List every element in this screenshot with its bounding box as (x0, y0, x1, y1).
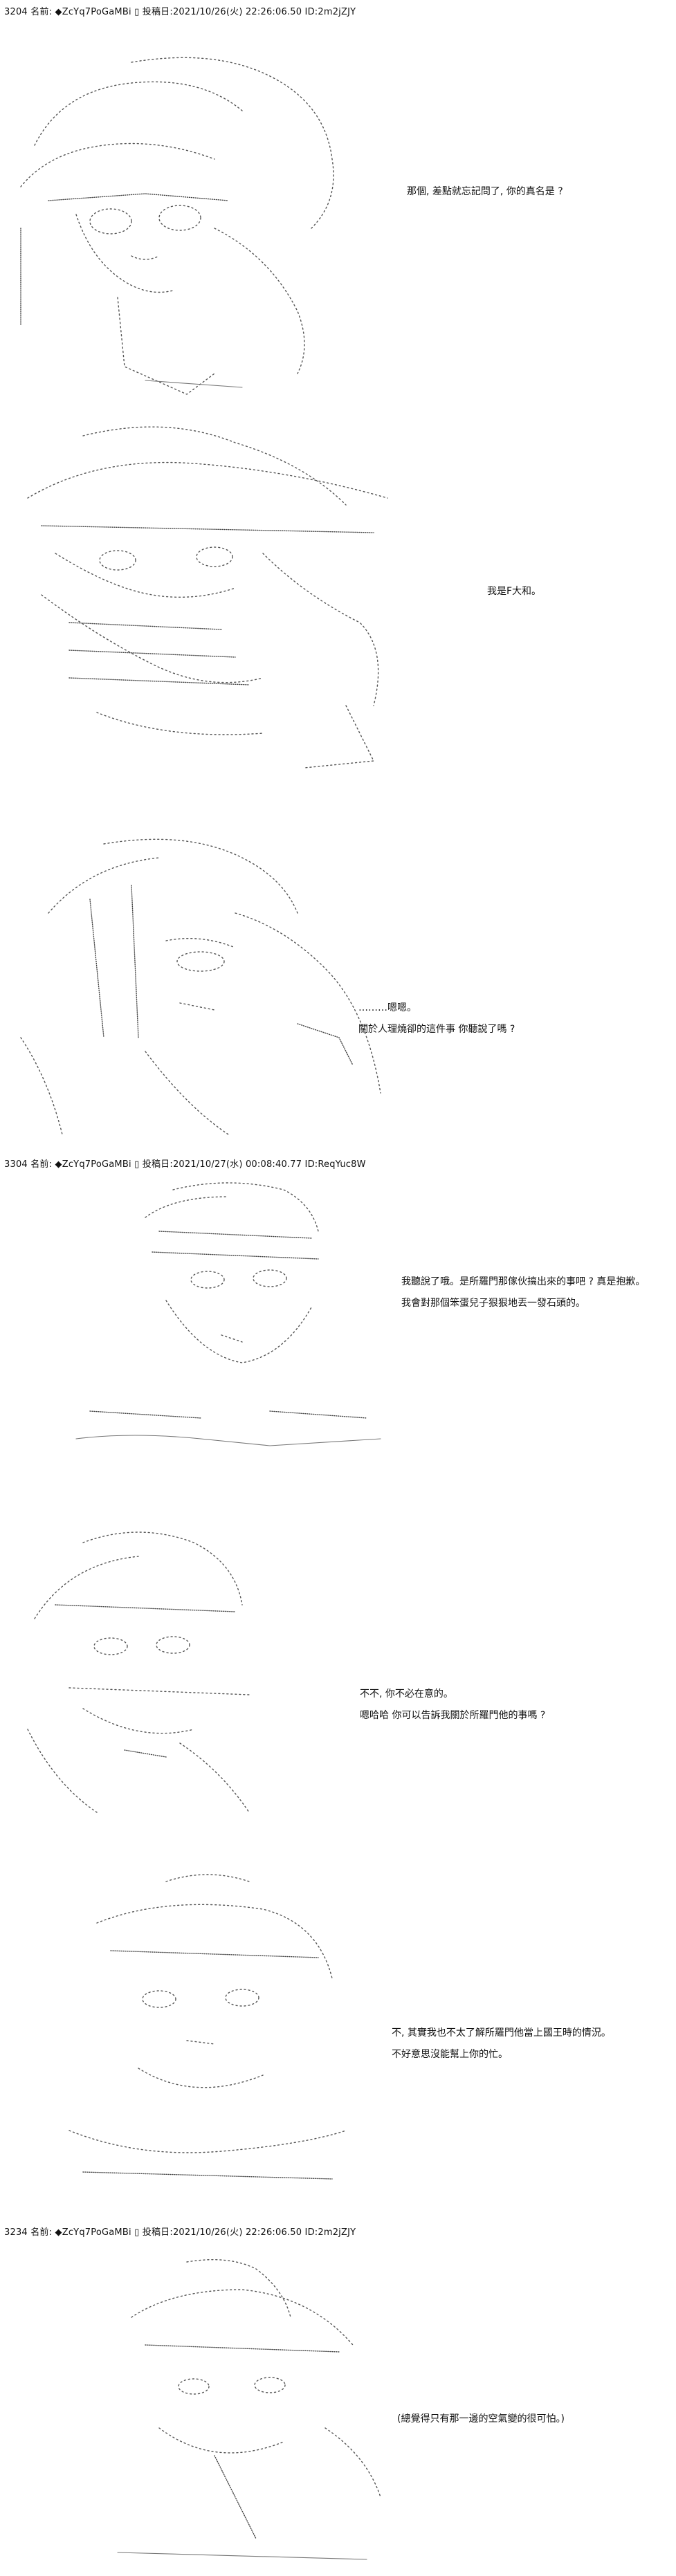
character-art-icon (7, 48, 367, 408)
character-art-icon (14, 1522, 277, 1826)
dialogue-line: 不, 其實我也不太了解所羅門他當上國王時的情況。 (392, 2027, 611, 2039)
character-art-icon (76, 2248, 408, 2566)
dialogue-text: 我是F大和。 (487, 581, 541, 602)
dialogue-text: 不, 其實我也不太了解所羅門他當上國王時的情況。 不好意思沒能幫上你的忙。 (392, 2023, 611, 2066)
dialogue-text: 那個, 差點就忘記問了, 你的真名是 ? (407, 181, 563, 203)
dialogue-line: 那個, 差點就忘記問了, 你的真名是 ? (407, 186, 563, 197)
character-art-icon (55, 1868, 360, 2200)
dialogue-line: 我是F大和。 (487, 586, 542, 597)
dialogue-text: ………嗯嗯。 關於人理燒卻的這件事 你聽說了嗎 ? (358, 997, 515, 1040)
dialogue-text: 我聽說了哦。是所羅門那傢伙搞出來的事吧 ? 真是抱歉。 我會對那個笨蛋兒子狠狠地… (401, 1271, 645, 1314)
dialogue-line: 不好意思沒能幫上你的忙。 (392, 2049, 508, 2060)
dialogue-line: 關於人理燒卻的這件事 你聽說了嗎 ? (358, 1024, 515, 1035)
dialogue-line: 不不, 你不必在意的。 (360, 1689, 453, 1700)
dialogue-line: 我聽說了哦。是所羅門那傢伙搞出來的事吧 ? 真是抱歉。 (401, 1276, 646, 1287)
post-header: 3204 名前: ◆ZcYq7PoGaMBi ▯ 投稿日:2021/10/26(… (4, 7, 356, 17)
dialogue-text: (總覺得只有那一邊的空氣變的很可怕。) (397, 2409, 565, 2430)
dialogue-line: 嗯哈哈 你可以告訴我關於所羅門他的事嗎 ? (360, 1710, 546, 1721)
character-art-icon (14, 415, 401, 775)
dialogue-line: ………嗯嗯。 (358, 1002, 417, 1013)
dialogue-line: (總覺得只有那一邊的空氣變的很可怕。) (397, 2413, 565, 2425)
character-art-icon (62, 1176, 394, 1473)
post-header: 3234 名前: ◆ZcYq7PoGaMBi ▯ 投稿日:2021/10/26(… (4, 2227, 356, 2238)
dialogue-line: 我會對那個笨蛋兒子狠狠地丟一發石頭的。 (401, 1298, 585, 1309)
dialogue-text: 不不, 你不必在意的。 嗯哈哈 你可以告訴我關於所羅門他的事嗎 ? (360, 1684, 545, 1727)
post-header: 3304 名前: ◆ZcYq7PoGaMBi ▯ 投稿日:2021/10/27(… (4, 1159, 366, 1170)
character-art-icon (7, 830, 394, 1148)
